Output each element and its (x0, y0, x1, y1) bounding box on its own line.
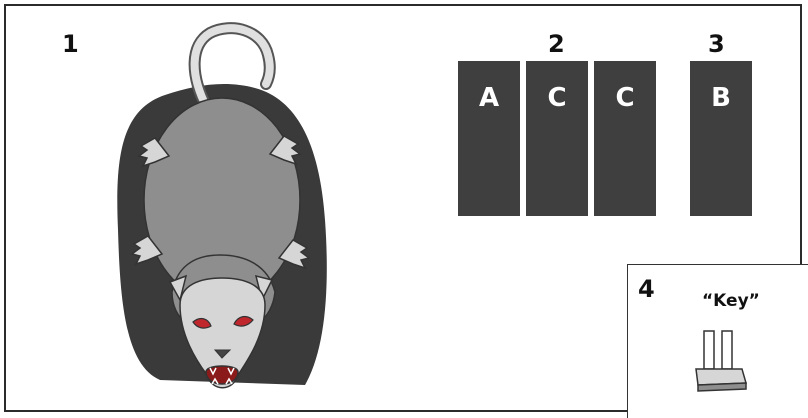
key-panel: 4 “Key” (627, 264, 808, 418)
block-c-2: C (594, 61, 656, 216)
panel-2-number: 2 (548, 32, 565, 56)
block-c-1: C (526, 61, 588, 216)
block-c-2-label: C (594, 83, 656, 113)
key-label: “Key” (702, 291, 760, 311)
block-a: A (458, 61, 520, 216)
block-b: B (690, 61, 752, 216)
block-c-1-label: C (526, 83, 588, 113)
block-b-label: B (690, 83, 752, 113)
panel-3-number: 3 (708, 32, 725, 56)
key-icon (690, 327, 770, 407)
panel-4-number: 4 (638, 277, 655, 301)
block-a-label: A (458, 83, 520, 113)
